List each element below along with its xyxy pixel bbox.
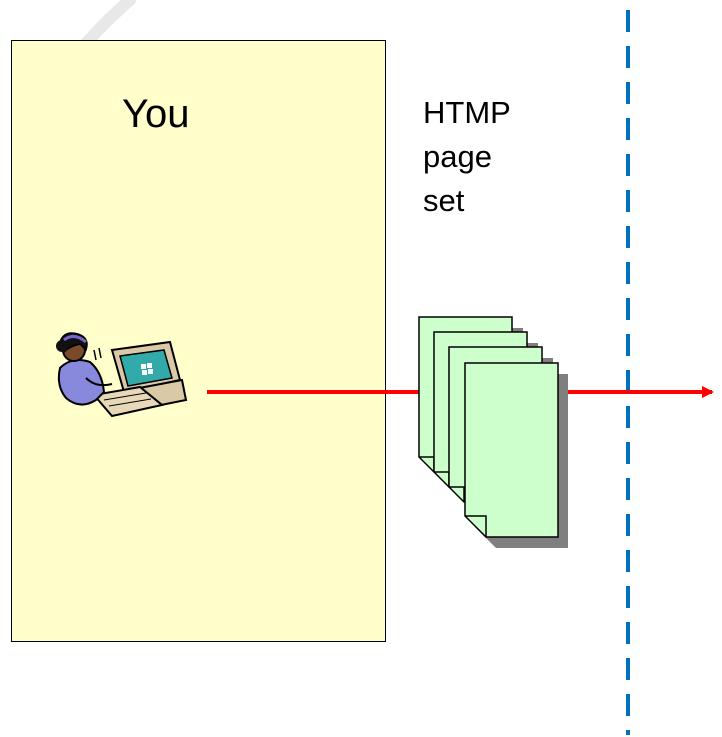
- document-stack-icon: [418, 316, 568, 548]
- page-set-label-line-1: HTMP: [423, 95, 511, 130]
- user-label: You: [122, 92, 190, 136]
- page-set-label-line-3: set: [423, 183, 465, 218]
- person-at-computer-icon: [56, 332, 188, 418]
- page-set-label-line-2: page: [423, 139, 492, 174]
- page-sheet: [464, 362, 568, 548]
- page-set-label: HTMP page set: [423, 91, 511, 223]
